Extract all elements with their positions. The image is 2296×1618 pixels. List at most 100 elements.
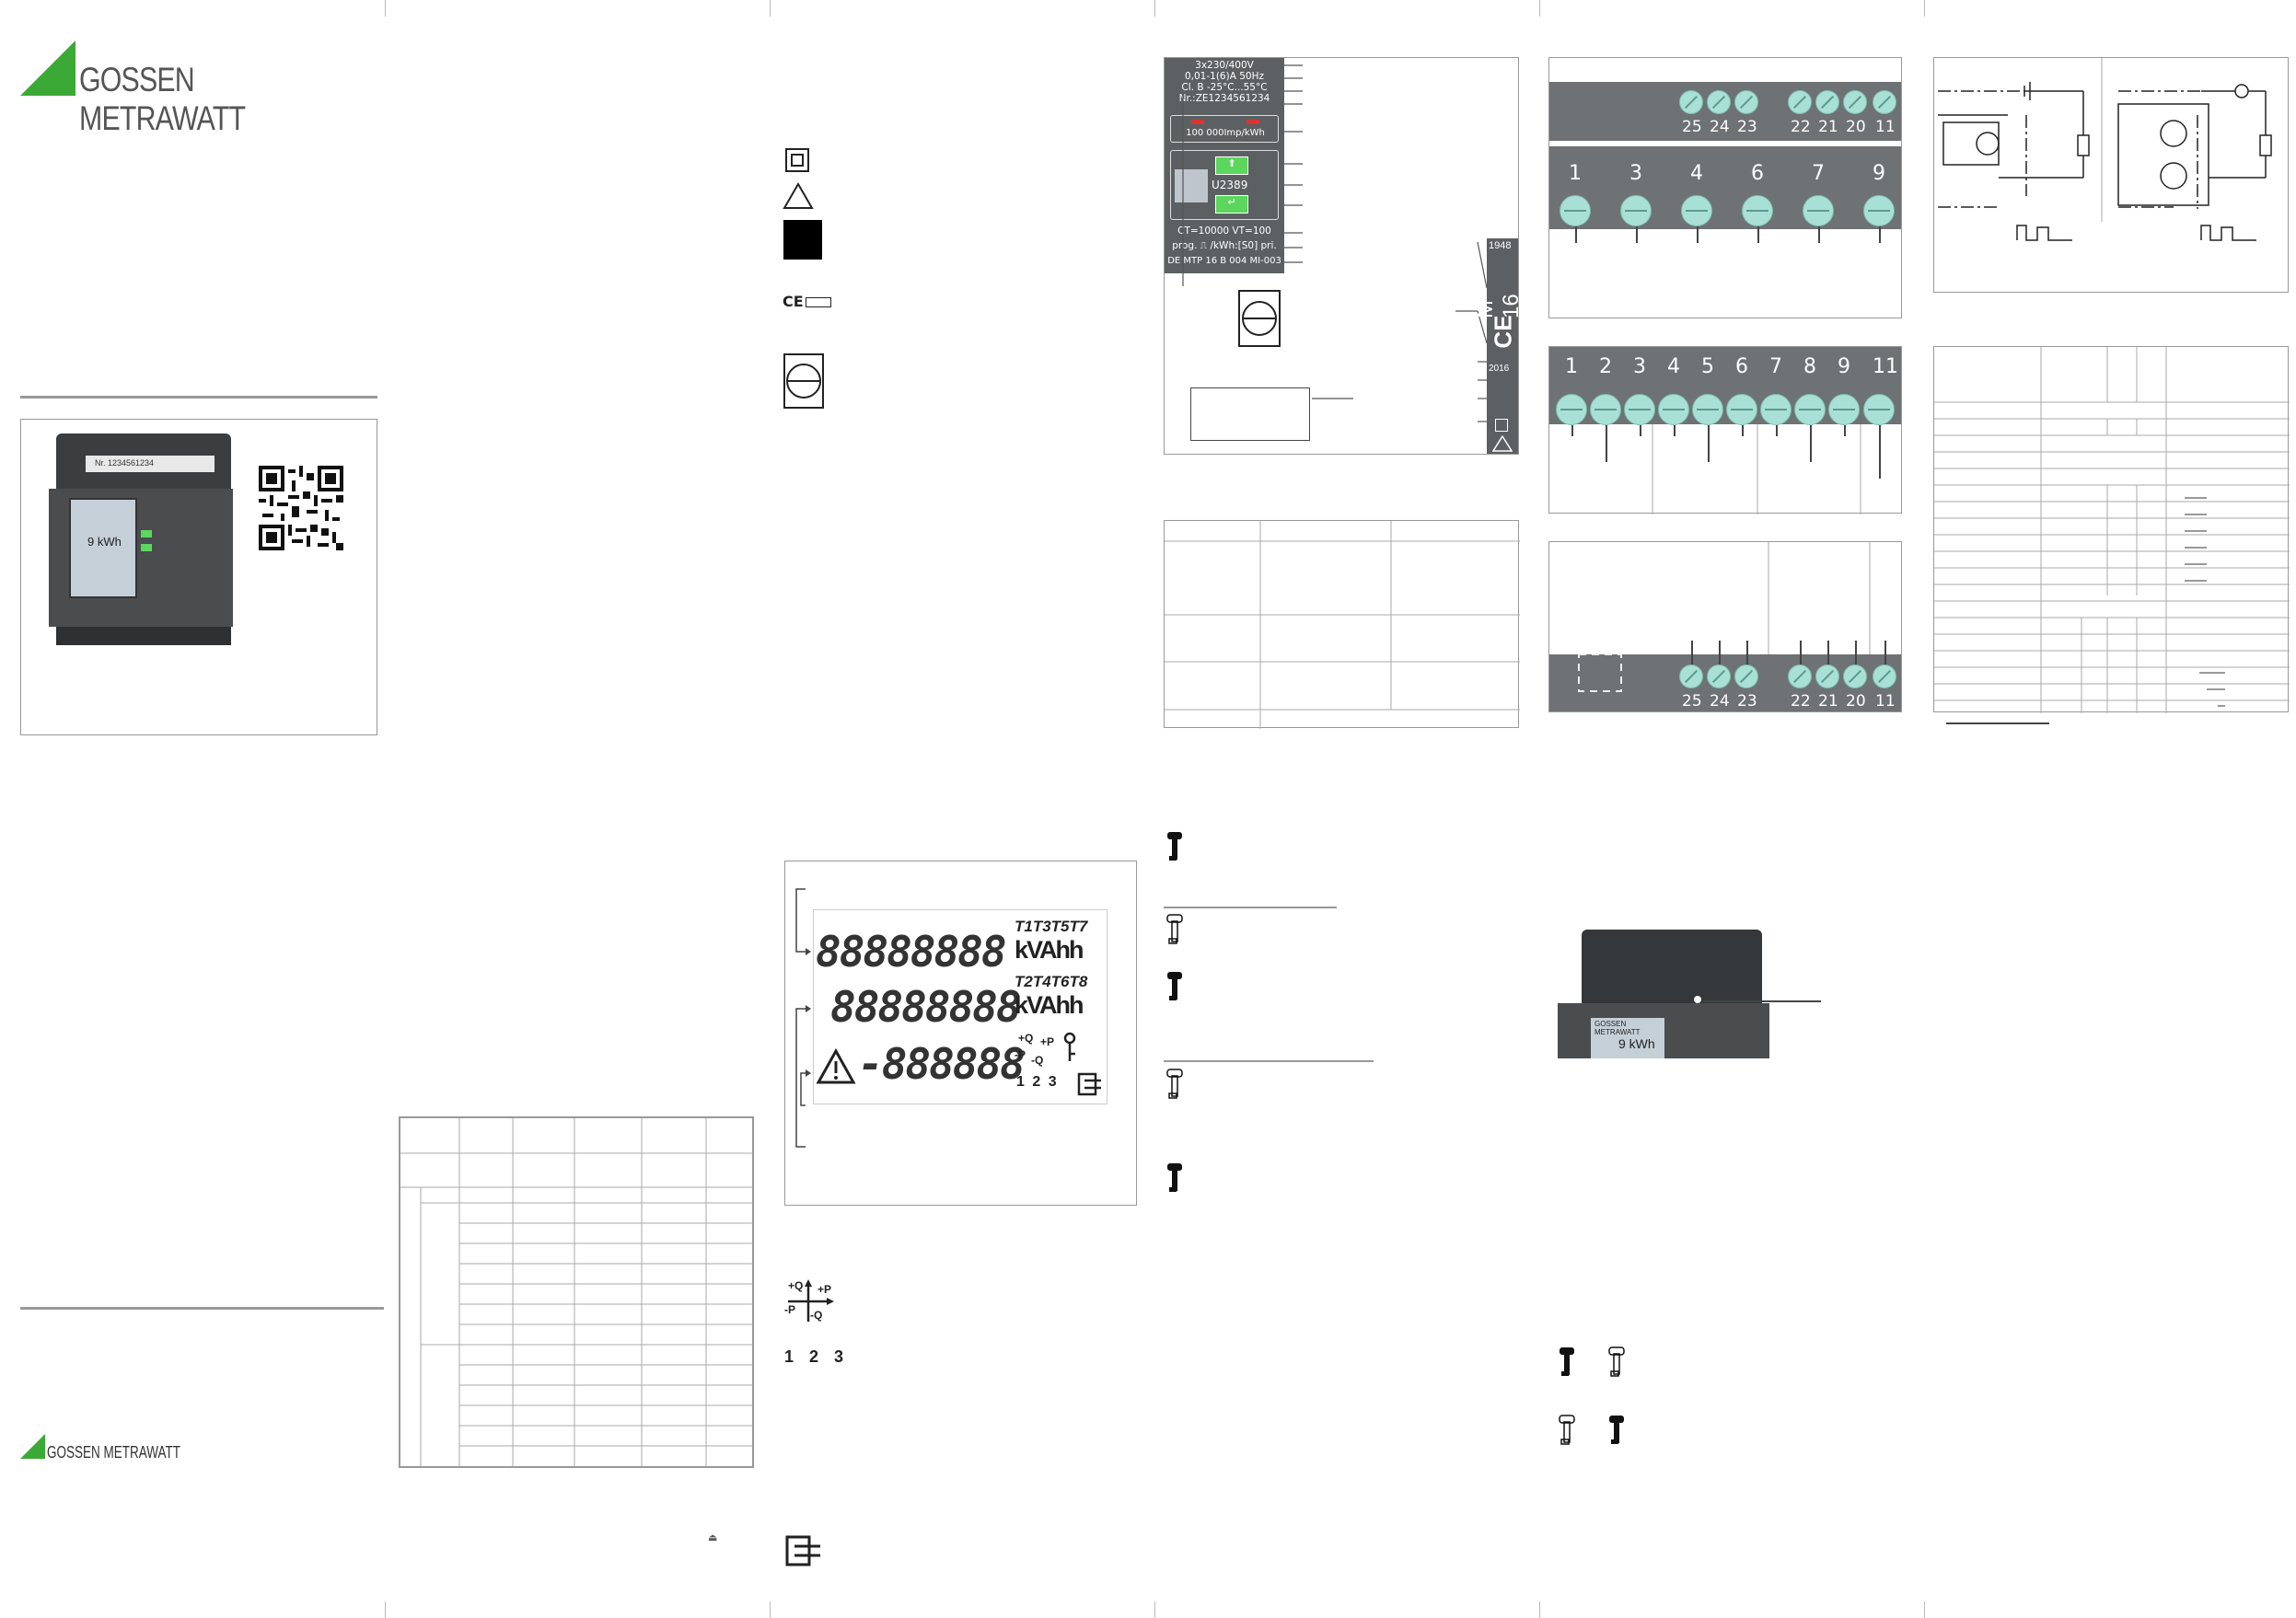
- terminal-lead: [1640, 425, 1641, 436]
- interface-icon: [785, 1535, 820, 1566]
- lcd-display: T1T3T5T7 88888888 kVAhh T2T4T6T8 8888888…: [813, 909, 1107, 1104]
- terminal-lead: [1719, 641, 1721, 665]
- terminal-screw: [1815, 90, 1839, 114]
- terminal-number: 2: [1599, 355, 1612, 378]
- device-photo-side: GOSSEN METRAWATT 9 kWh: [1558, 930, 1769, 1058]
- approval-number: DE MTP 16 B 004 MI-003: [1167, 256, 1281, 266]
- model-number: U2389: [1212, 179, 1248, 191]
- warning-triangle-icon: [783, 182, 814, 209]
- pulse-output-circuits: [1938, 58, 2272, 241]
- divider: [1164, 1060, 1374, 1062]
- terminal-lead: [1800, 641, 1802, 665]
- terminal-screw: [1734, 90, 1758, 114]
- terminal-number: 1: [1569, 162, 1582, 185]
- device-photo: Nr. 1234561234 9 kWh: [49, 433, 242, 645]
- data-table: [399, 1116, 754, 1468]
- fold-mark: [770, 0, 771, 17]
- device-lcd: 9 kWh: [69, 498, 137, 598]
- terminal-number: 7: [1812, 162, 1825, 185]
- terminal-screw: [1873, 665, 1896, 688]
- enter-button[interactable]: ↵: [1215, 195, 1248, 214]
- terminal-number: 5: [1701, 355, 1714, 378]
- terminal-number: 25: [1682, 118, 1702, 136]
- lcd-row2-digits: 88888888: [830, 982, 1022, 1032]
- terminal-number: 20: [1846, 118, 1866, 136]
- terminal-number: 11: [1875, 118, 1896, 136]
- terminal-lead: [1879, 425, 1881, 479]
- side-marking-strip: 1948 M 16 CE 2016: [1473, 238, 1524, 454]
- page-mark-icon: ⏏: [708, 1532, 718, 1543]
- terminal-number: 1: [1565, 355, 1578, 378]
- key-outline-icon: [1166, 914, 1183, 944]
- rating-voltage: 3x230/400V: [1195, 60, 1254, 71]
- fold-mark: [385, 1601, 386, 1618]
- fold-mark: [1539, 0, 1540, 17]
- terminal-number: 4: [1690, 162, 1703, 185]
- fold-mark: [385, 0, 386, 17]
- key-icon: [1560, 1347, 1574, 1376]
- terminal-number: 6: [1751, 162, 1764, 185]
- scroll-button[interactable]: ⬆: [1215, 156, 1248, 175]
- key-outline-icon: [1559, 1415, 1575, 1445]
- terminal-screw: [1590, 394, 1621, 425]
- terminal-screw: [1707, 665, 1731, 688]
- footnote-rule: [1946, 722, 2049, 724]
- fold-mark: [1924, 0, 1925, 17]
- brand-name: GOSSEN METRAWATT: [79, 61, 246, 137]
- fold-mark: [770, 1601, 771, 1618]
- spec-table: [1164, 520, 1520, 729]
- brand-logo: GOSSEN METRAWATT: [20, 40, 388, 137]
- lcd-row1-unit: kVAhh: [1015, 936, 1084, 964]
- terminal-screw: [1658, 394, 1689, 425]
- terminal-number: 25: [1682, 692, 1702, 711]
- key-icon: [1609, 1416, 1624, 1444]
- terminal-lead: [1776, 425, 1778, 436]
- terminal-number: 20: [1846, 692, 1866, 711]
- terminal-screw: [1560, 195, 1591, 226]
- accuracy-class: Cl. B -25°C...55°C: [1181, 82, 1268, 93]
- label-field: [1190, 387, 1310, 441]
- terminal-number: 21: [1818, 692, 1838, 711]
- quadrant-plus-p: +P: [1040, 1035, 1055, 1048]
- specification-grid: [1933, 346, 2290, 713]
- terminal-screw: [1794, 394, 1826, 425]
- terminal-lead: [1571, 425, 1573, 436]
- terminal-screw: [1863, 394, 1895, 425]
- key-icon: [1167, 1163, 1182, 1192]
- lcd-diagram-frame: T1T3T5T7 88888888 kVAhh T2T4T6T8 8888888…: [784, 861, 1137, 1206]
- terminal-screw: [1803, 195, 1834, 226]
- terminal-number: 6: [1735, 355, 1748, 378]
- terminal-number: 23: [1737, 118, 1757, 136]
- product-image-frame: Nr. 1234561234 9 kWh: [20, 419, 377, 735]
- key-outline-icon: [1608, 1346, 1625, 1377]
- terminal-lead: [1606, 425, 1607, 462]
- terminal-lead: [1879, 226, 1881, 243]
- terminal-number: 3: [1629, 162, 1642, 185]
- terminal-lead: [1884, 641, 1886, 665]
- brand-name-small: GOSSEN METRAWATT: [47, 1443, 181, 1462]
- lcd-leader-lines: [795, 888, 811, 1148]
- terminal-lead: [1742, 425, 1744, 436]
- terminal-number: 9: [1838, 355, 1850, 378]
- divider: [1164, 907, 1337, 908]
- logo-triangle-icon: [20, 1434, 45, 1459]
- brand-logo-small: GOSSEN METRAWATT: [20, 1434, 204, 1462]
- terminal-number: 3: [1633, 355, 1646, 378]
- terminal-screw: [1843, 90, 1867, 114]
- terminal-lead: [1757, 226, 1759, 243]
- key-icon: [1167, 972, 1182, 1000]
- terminal-screw: [1624, 394, 1655, 425]
- terminal-number: 24: [1710, 692, 1730, 711]
- terminal-lead: [1844, 425, 1846, 436]
- lcd-row2-unit: kVAhh: [1015, 991, 1084, 1019]
- class-ii-symbol-icon: [785, 148, 809, 172]
- warning-triangle-icon: [816, 1048, 856, 1084]
- terminal-lead: [1818, 226, 1820, 243]
- terminal-screw: [1681, 195, 1712, 226]
- terminal-number: 7: [1769, 355, 1782, 378]
- device-label: Nr. 1234561234: [86, 456, 215, 472]
- fold-mark: [1154, 0, 1155, 17]
- terminal-screw: [1679, 90, 1703, 114]
- quadrant-minus-p: -P: [1015, 1048, 1026, 1061]
- terminal-lead: [1674, 425, 1676, 436]
